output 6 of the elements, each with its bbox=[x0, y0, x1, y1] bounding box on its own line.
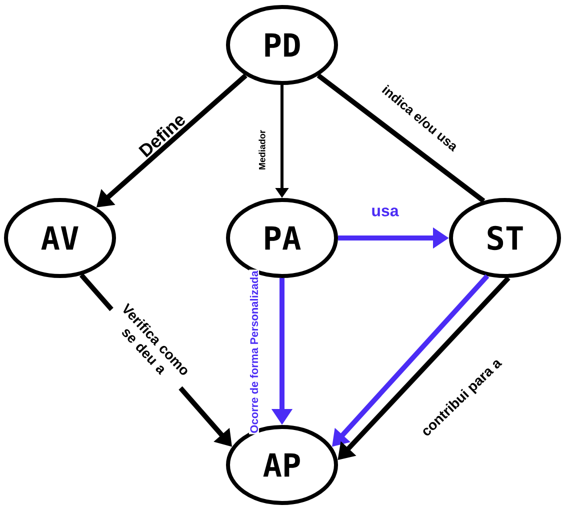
edge-label: Mediador bbox=[258, 128, 266, 171]
ellipse-node: ST bbox=[449, 198, 561, 278]
ellipse-node: AV bbox=[4, 198, 116, 278]
edge-label: usa bbox=[370, 206, 400, 218]
edge-label: Ocorre de forma Personalizada bbox=[248, 270, 260, 434]
ellipse-node: PD bbox=[226, 5, 338, 85]
